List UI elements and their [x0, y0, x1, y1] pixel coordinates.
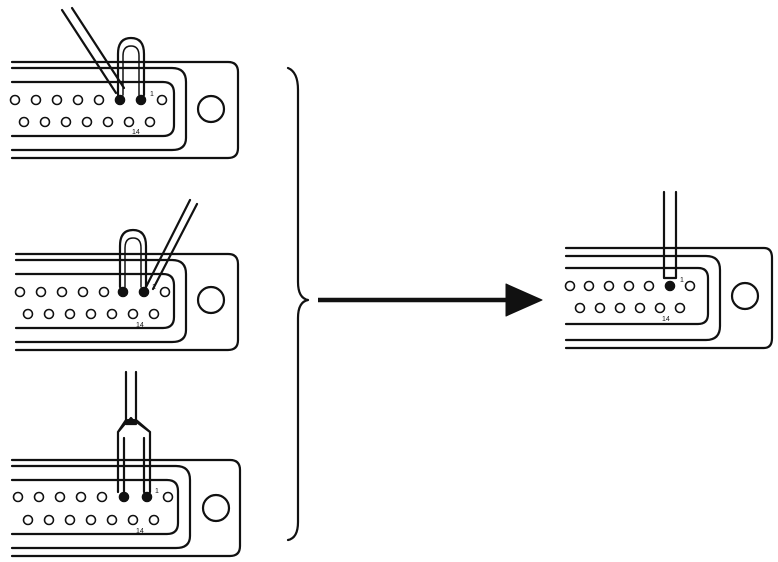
- connector-result-shell: [564, 246, 774, 350]
- pin-row-upper: [14, 286, 171, 298]
- pin-row-upper: [9, 94, 168, 106]
- pin-1-label: 1: [152, 284, 156, 291]
- mount-hole: [196, 285, 226, 315]
- pin-row-lower: [574, 302, 686, 314]
- lead-wire: [60, 6, 126, 95]
- mount-hole: [730, 281, 760, 311]
- lead-wire: [144, 198, 199, 291]
- connector-c-shell: [10, 458, 242, 558]
- pin-row-upper: [564, 280, 696, 292]
- connector-b-body: [14, 258, 188, 344]
- jumper-u-wire-inner: [124, 237, 142, 288]
- mount-hole: [201, 493, 231, 523]
- connector-result-body: [564, 254, 722, 342]
- jumper-u-wire: [118, 228, 148, 289]
- pin-14-label: 14: [132, 129, 140, 136]
- pin-row-lower: [18, 116, 156, 128]
- connector-c-body: [10, 464, 192, 550]
- pin-1-label: 1: [150, 91, 154, 98]
- pin-1-label: 1: [680, 277, 684, 284]
- connector-b-inner: [14, 272, 176, 330]
- connector-b: [14, 198, 240, 352]
- connector-c-inner: [10, 478, 180, 536]
- connector-a-body: [10, 66, 188, 152]
- pin-row-lower: [22, 308, 160, 320]
- pin-row-lower: [22, 514, 160, 526]
- connector-result-inner: [564, 266, 710, 326]
- connector-b-shell: [14, 252, 240, 352]
- pin-14-label: 14: [136, 322, 144, 329]
- connector-c: [10, 370, 242, 558]
- y-splice-wire: [116, 370, 152, 494]
- right-arrow-icon: [318, 283, 543, 317]
- connector-a: [9, 6, 240, 160]
- mount-hole: [196, 94, 226, 124]
- connector-result: [564, 190, 774, 350]
- pin-labels: 1 14 1 14 1 14 1 14: [132, 91, 684, 535]
- connector-a-shell: [10, 60, 240, 160]
- single-wire: [662, 190, 678, 280]
- pin-row-upper: [12, 491, 174, 503]
- pin-14-label: 14: [136, 528, 144, 535]
- pin-14-label: 14: [662, 316, 670, 323]
- pin-1-label: 1: [155, 488, 159, 495]
- splice-tip: [124, 416, 138, 426]
- jumper-u-wire: [116, 36, 146, 97]
- jumper-u-wire-inner: [122, 45, 140, 96]
- connector-a-inner: [10, 80, 176, 138]
- right-brace-icon: [286, 66, 310, 542]
